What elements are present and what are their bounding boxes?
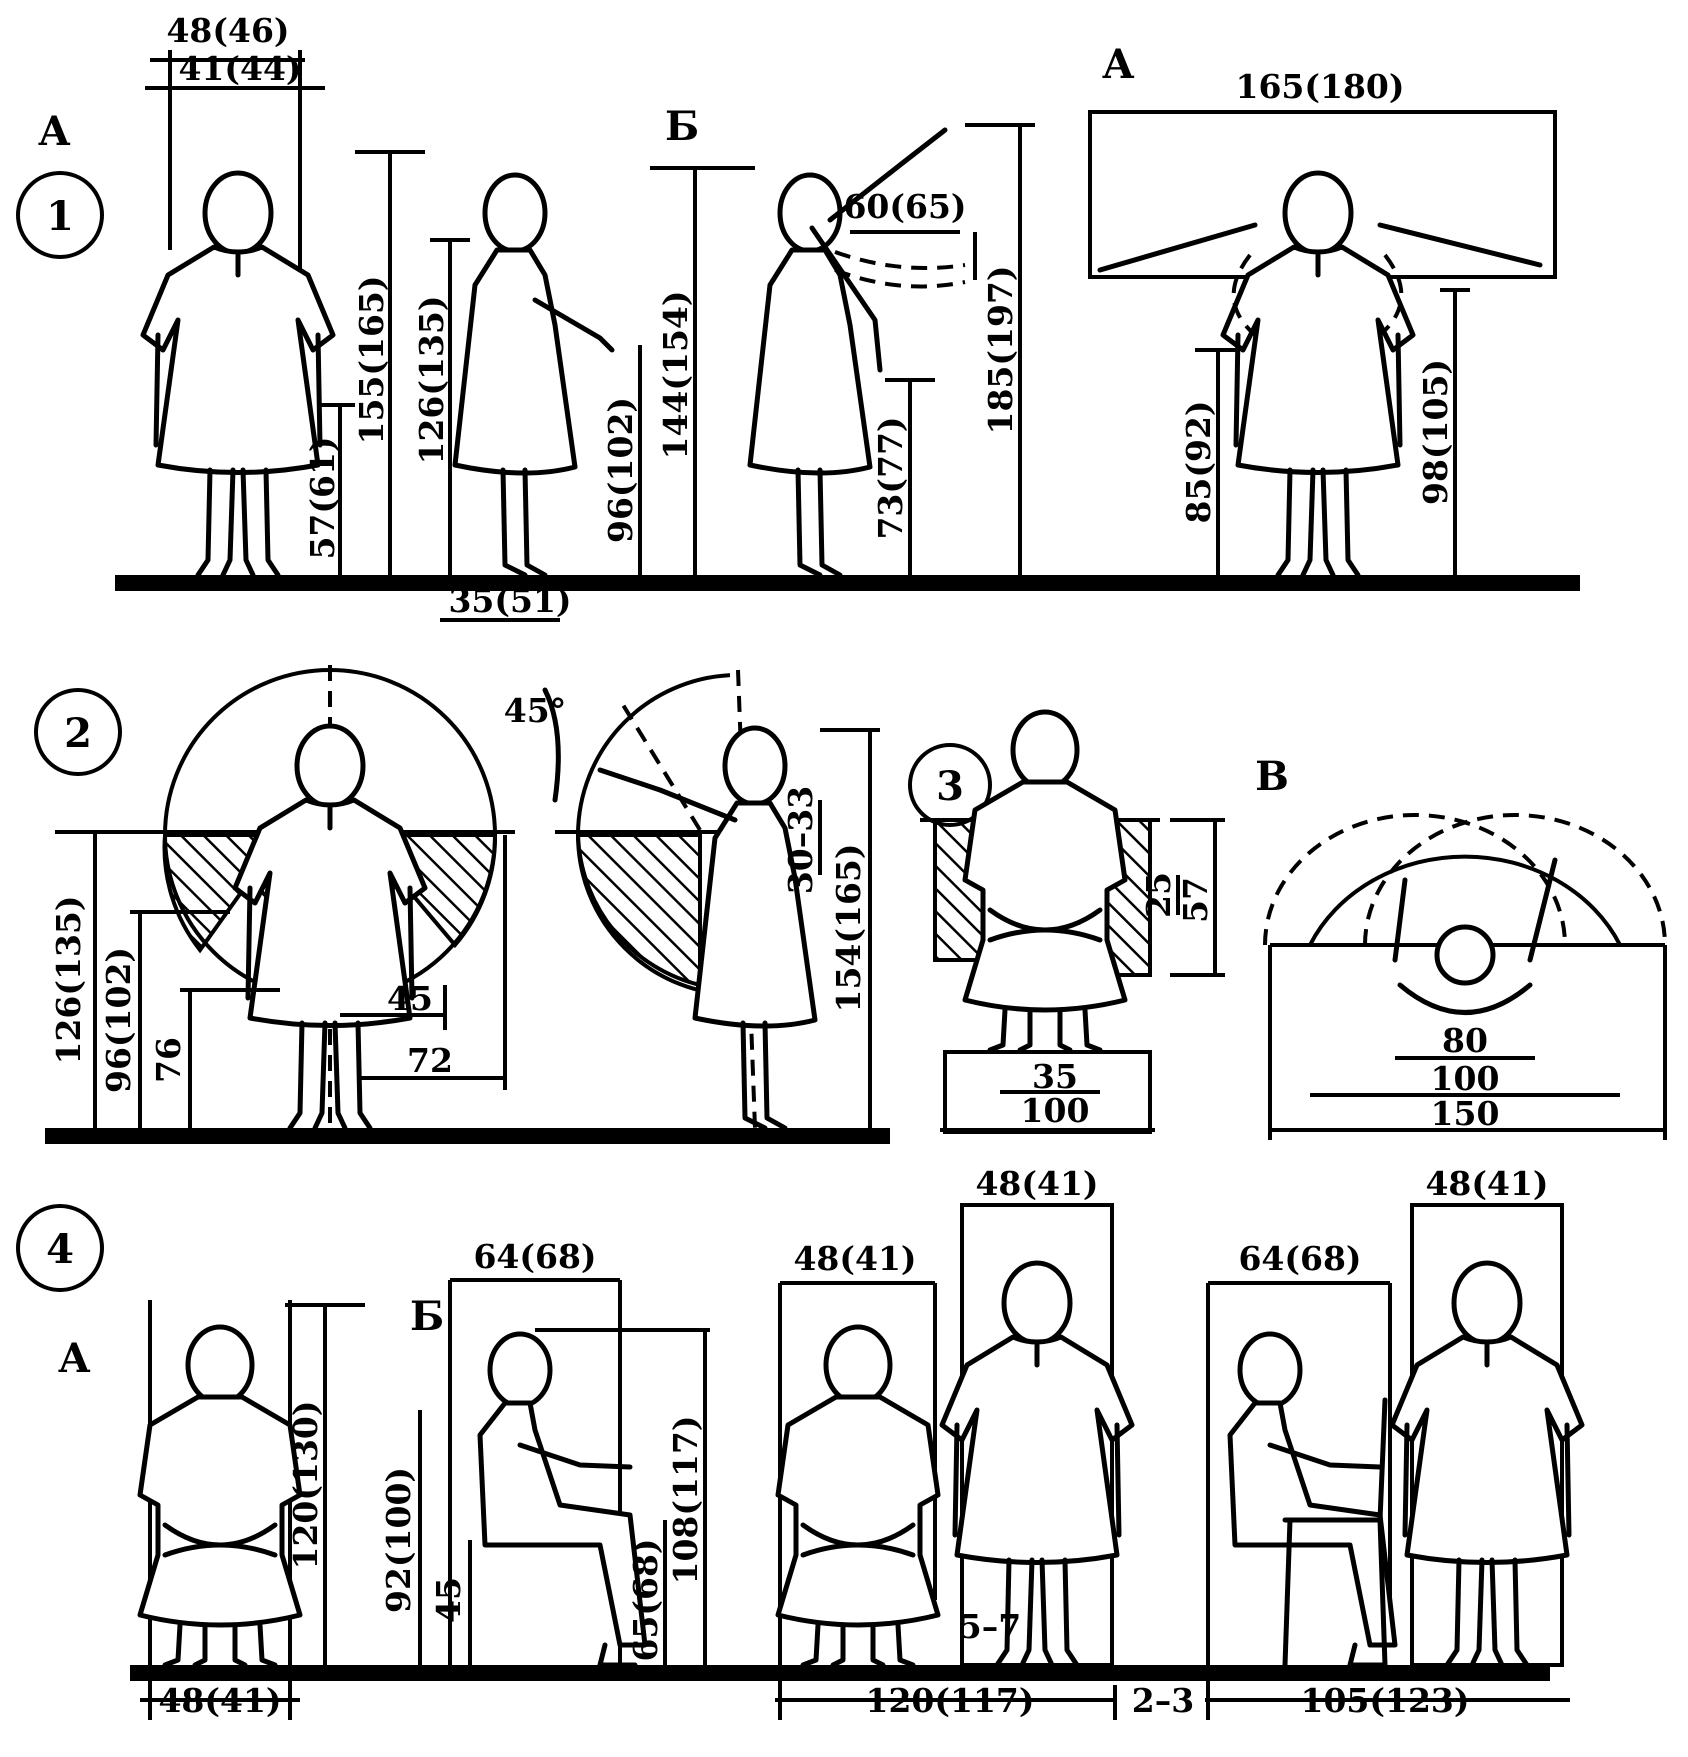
dim-4b-reach-width: 64(68) bbox=[473, 1237, 596, 1276]
floor-4 bbox=[130, 1665, 1550, 1681]
dim-elbow-height-side2: 98(105) bbox=[1416, 359, 1455, 505]
label-4b: Б bbox=[410, 1293, 444, 1340]
figure-1a-armspan bbox=[1223, 173, 1413, 575]
figure-1b-reaching bbox=[750, 175, 870, 575]
dim-radius-inner: 45 bbox=[387, 979, 433, 1018]
dim-4-standing-box-1: 48(41) bbox=[975, 1164, 1098, 1203]
section-1-number: 1 bbox=[46, 193, 74, 240]
dim-seat-width-3: 35 bbox=[1032, 1057, 1078, 1096]
label-b: Б bbox=[665, 103, 699, 150]
dim-arc-depth: 30–33 bbox=[781, 786, 820, 894]
dim-4-space: 2–3 bbox=[1132, 1681, 1194, 1720]
dim-angle: 45° bbox=[504, 691, 566, 730]
label-4a: А bbox=[58, 1335, 91, 1382]
dim-4-pair-depth-1: 120(117) bbox=[866, 1681, 1035, 1720]
section-2: 2 126(135) 96(102) 76 45 72 45° bbox=[34, 660, 910, 1144]
dim-hand-height: 57(61) bbox=[303, 436, 342, 559]
section-1: 1 А Б А 48(46) 41(44) 57(61) 155(165) 12… bbox=[16, 11, 1580, 622]
dim-elbow-height-side: 85(92) bbox=[1179, 400, 1218, 523]
dim-4-box-width-2: 64(68) bbox=[1238, 1239, 1361, 1278]
figure-4-pair2-standing bbox=[1392, 1263, 1582, 1665]
dim-zone-mid: 96(102) bbox=[99, 947, 138, 1093]
figure-3-seated bbox=[965, 712, 1125, 1050]
figure-1a-side bbox=[455, 175, 575, 575]
dim-4a-seat-width: 48(41) bbox=[158, 1681, 281, 1720]
section-4-marker bbox=[16, 1204, 104, 1292]
dim-4b-table-height: 92(100) bbox=[379, 1467, 418, 1613]
dim-low-reach-b: 73(77) bbox=[871, 416, 910, 539]
floor-2 bbox=[45, 1128, 890, 1144]
label-v: В bbox=[1255, 753, 1289, 800]
figure-3v-head bbox=[1434, 924, 1496, 986]
figure-4-pair1-seated bbox=[778, 1327, 938, 1665]
dim-shelf-small: 25 bbox=[1139, 872, 1178, 918]
dim-shoulder-height: 126(135) bbox=[412, 296, 451, 465]
dim-radius-outer: 72 bbox=[407, 1041, 453, 1080]
dim-zone-top: 126(135) bbox=[49, 896, 88, 1065]
dim-4a-seated-height: 120(130) bbox=[286, 1401, 325, 1570]
dim-arm-span: 165(180) bbox=[1236, 67, 1405, 106]
section-3-number: 3 bbox=[936, 763, 964, 810]
floor-1 bbox=[115, 575, 1580, 591]
dim-reach-depth-b: 60(65) bbox=[843, 187, 966, 226]
dim-overhead-reach-b: 185(197) bbox=[981, 266, 1020, 435]
section-3v: В 80 100 150 bbox=[1255, 753, 1667, 1140]
section-4-number: 4 bbox=[46, 1226, 74, 1273]
dim-v-outer: 150 bbox=[1431, 1094, 1500, 1133]
dim-4-gap: 5–7 bbox=[959, 1607, 1021, 1646]
dim-forward-arm-height: 96(102) bbox=[601, 397, 640, 543]
dim-top-outer-width: 48(46) bbox=[166, 11, 289, 50]
dim-step-depth: 35(51) bbox=[448, 581, 571, 620]
dim-v-middle: 100 bbox=[1431, 1059, 1500, 1098]
figure-4a-seated bbox=[140, 1327, 300, 1665]
figure-4-pair1-standing bbox=[942, 1263, 1132, 1665]
dim-head-height-b: 144(154) bbox=[656, 291, 695, 460]
dim-4b-reach-height: 108(117) bbox=[666, 1416, 705, 1585]
dim-base-width-3: 100 bbox=[1021, 1091, 1090, 1130]
dim-reach-height-a: 155(165) bbox=[352, 276, 391, 445]
section-2-marker bbox=[34, 688, 122, 776]
dim-zone-low: 76 bbox=[149, 1037, 188, 1083]
dim-4-box-width-1: 48(41) bbox=[793, 1239, 916, 1278]
dim-v-inner: 80 bbox=[1442, 1021, 1488, 1060]
label-a-right: А bbox=[1102, 41, 1135, 88]
dim-shelf-total: 57 bbox=[1176, 877, 1215, 923]
dim-4-pair-depth-2: 105(123) bbox=[1301, 1681, 1470, 1720]
label-a-left: А bbox=[38, 108, 71, 155]
section-4: 4 А Б 48(41) 120(130) 64(68) 108(117) 92… bbox=[16, 1164, 1582, 1720]
dim-4-standing-box-2: 48(41) bbox=[1425, 1164, 1548, 1203]
section-2-number: 2 bbox=[64, 710, 92, 757]
dim-4b-knee-height: 65(68) bbox=[626, 1538, 665, 1661]
dim-4b-seat-height: 45 bbox=[429, 1577, 468, 1623]
figure-4-pair2-seated bbox=[1230, 1334, 1395, 1665]
section-3: 3 25 57 35 100 bbox=[908, 712, 1225, 1134]
dim-top-inner-width: 41(44) bbox=[178, 49, 301, 88]
section-1-marker bbox=[16, 171, 104, 259]
dim-side-height: 154(165) bbox=[829, 844, 868, 1013]
